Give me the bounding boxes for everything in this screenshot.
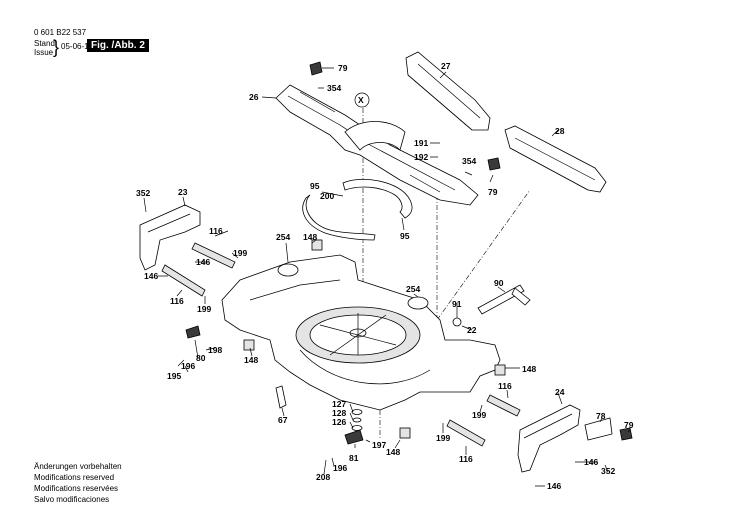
callout-79: 79 xyxy=(338,63,348,73)
callout-116: 116 xyxy=(498,381,512,391)
callout-352: 352 xyxy=(601,466,615,476)
callout-127: 127 xyxy=(332,399,346,409)
footer-line: Modifications reservées xyxy=(34,484,119,493)
miter-scale-plate xyxy=(344,121,406,151)
callout-91: 91 xyxy=(452,299,462,309)
callout-254: 254 xyxy=(406,284,420,294)
document-number: 0 601 B22 537 xyxy=(34,28,87,37)
callout-199: 199 xyxy=(472,410,486,420)
callout-354: 354 xyxy=(327,83,341,93)
callout-352: 352 xyxy=(136,188,150,198)
callout-148: 148 xyxy=(244,355,258,365)
footer-notes: Änderungen vorbehalten Modifications res… xyxy=(34,461,122,505)
callout-81: 81 xyxy=(349,453,359,463)
callout-95: 95 xyxy=(400,231,410,241)
callout-148: 148 xyxy=(522,364,536,374)
callout-79: 79 xyxy=(624,420,634,430)
stand-label: Stand xyxy=(34,39,55,48)
brace-symbol: } xyxy=(53,37,60,57)
callout-200: 200 xyxy=(320,191,334,201)
callout-146: 146 xyxy=(584,457,598,467)
callout-67: 67 xyxy=(278,415,288,425)
callout-90: 90 xyxy=(494,278,504,288)
callout-254: 254 xyxy=(276,232,290,242)
callout-146: 146 xyxy=(547,481,561,491)
extension-bracket-left xyxy=(139,204,201,271)
callout-22: 22 xyxy=(467,325,477,335)
callout-79: 79 xyxy=(488,187,498,197)
callout-26: 26 xyxy=(249,92,259,102)
issue-date: 05-06-14 xyxy=(61,42,94,51)
callout-199: 199 xyxy=(197,304,211,314)
callout-116: 116 xyxy=(170,296,184,306)
clamp-ring xyxy=(302,178,413,241)
callout-197: 197 xyxy=(372,440,386,450)
callout-116: 116 xyxy=(459,454,473,464)
callout-80: 80 xyxy=(196,353,206,363)
fence-left xyxy=(275,84,479,206)
figure-label: Fig. /Abb. 2 xyxy=(87,39,149,52)
extension-bracket-right xyxy=(517,404,581,473)
footer-line: Modifications reserved xyxy=(34,473,115,482)
callout-146: 146 xyxy=(144,271,158,281)
hex-wrench xyxy=(477,284,531,315)
callout-198: 198 xyxy=(208,345,222,355)
callout-196: 196 xyxy=(333,463,347,473)
reference-circle xyxy=(354,92,370,108)
callout-x: X xyxy=(358,95,364,105)
callout-195: 195 xyxy=(167,371,181,381)
callout-78: 78 xyxy=(596,411,606,421)
sliding-fence-28 xyxy=(504,125,607,193)
callout-28: 28 xyxy=(555,126,565,136)
callout-146: 146 xyxy=(196,257,210,267)
callout-27: 27 xyxy=(441,61,451,71)
footer-line: Änderungen vorbehalten xyxy=(34,462,122,471)
callout-199: 199 xyxy=(436,433,450,443)
callout-116: 116 xyxy=(209,226,223,236)
callout-95: 95 xyxy=(310,181,320,191)
saw-base xyxy=(221,254,501,411)
leader-lines xyxy=(143,67,631,487)
footer-line: Salvo modificaciones xyxy=(34,495,110,504)
callout-199: 199 xyxy=(233,248,247,258)
callout-196: 196 xyxy=(181,361,195,371)
callout-192: 192 xyxy=(414,152,428,162)
callout-208: 208 xyxy=(316,472,330,482)
callout-148: 148 xyxy=(386,447,400,457)
callout-354: 354 xyxy=(462,156,476,166)
callout-128: 128 xyxy=(332,408,346,418)
callout-23: 23 xyxy=(178,187,188,197)
callout-191: 191 xyxy=(414,138,428,148)
issue-label: Issue xyxy=(34,48,54,57)
small-parts xyxy=(185,61,633,445)
guide-rods xyxy=(161,242,521,447)
callout-126: 126 xyxy=(332,417,346,427)
callout-24: 24 xyxy=(555,387,565,397)
sliding-fence-27 xyxy=(405,51,491,131)
callout-labels: 79 354 26 X 27 28 191 192 354 79 352 23 … xyxy=(136,61,634,491)
callout-148: 148 xyxy=(303,232,317,242)
